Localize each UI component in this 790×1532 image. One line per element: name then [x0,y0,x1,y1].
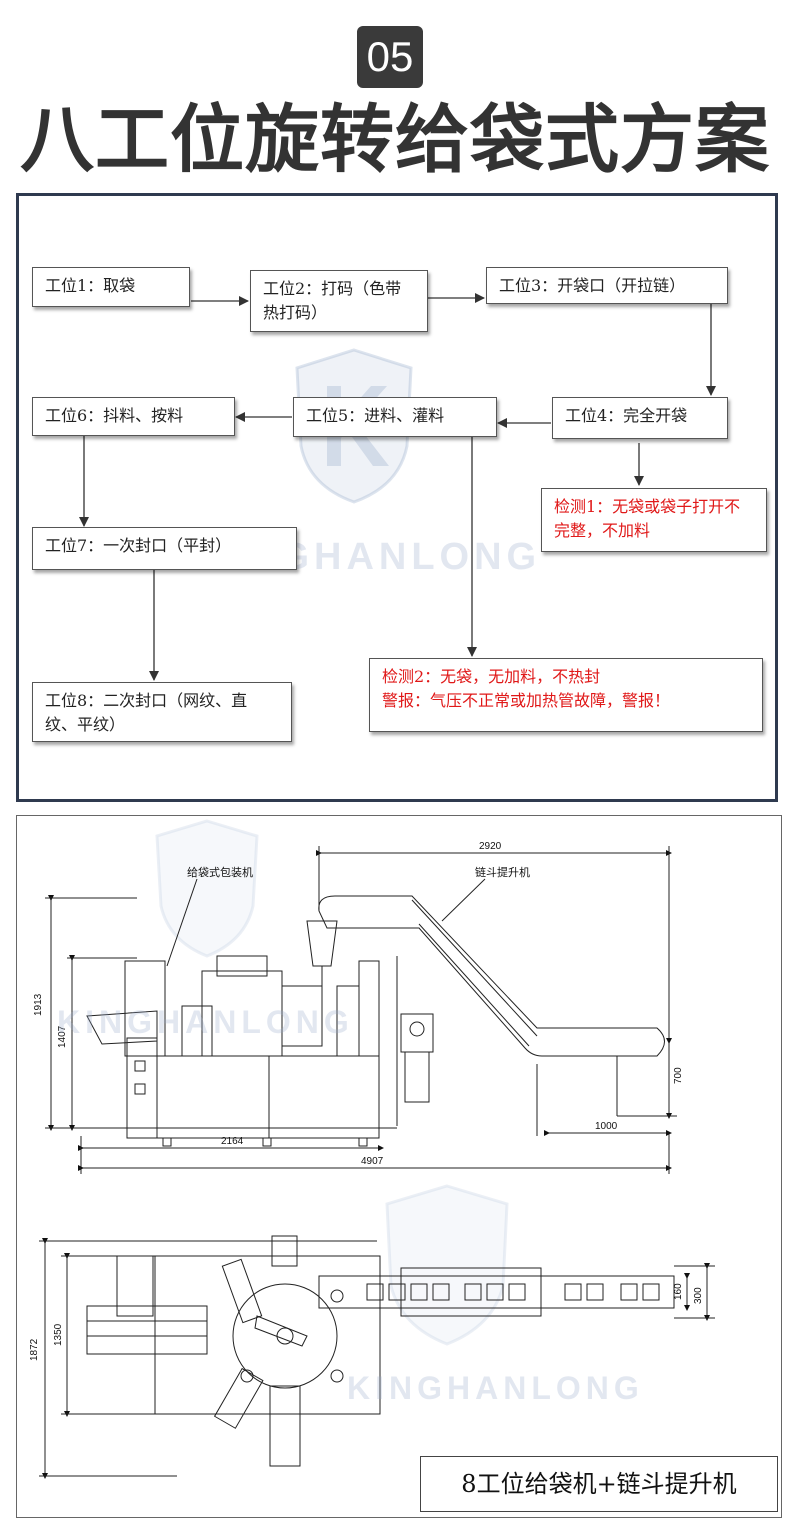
drawing-watermark-icon [155,819,509,1346]
check-1-box: 检测1：无袋或袋子打开不完整，不加料 [541,488,767,552]
label-bucket-elevator: 链斗提升机 [475,865,530,879]
check-2-box: 检测2：无袋，无加料，不热封 警报：气压不正常或加热管故障，警报！ [369,658,763,732]
drawing-svg: 给袋式包装机 链斗提升机 2920 1913 1407 700 1000 216… [29,819,715,1479]
dim-1000: 1000 [595,1121,618,1132]
dim-700: 700 [673,1067,684,1084]
dim-1872: 1872 [29,1338,40,1361]
station-6-box: 工位6：抖料、按料 [32,397,235,436]
drawing-watermark-brand-2: KINGHANLONG [347,1370,644,1406]
station-4-box: 工位4：完全开袋 [552,397,728,439]
station-8-box: 工位8：二次封口（网纹、直纹、平纹） [32,682,292,742]
check-2-line-1: 检测2：无袋，无加料，不热封 [382,667,601,686]
flow-arrows [79,293,716,681]
section-number-badge: 05 [357,26,423,88]
label-packing-machine: 给袋式包装机 [187,865,253,879]
technical-drawing-panel: 给袋式包装机 链斗提升机 2920 1913 1407 700 1000 216… [16,815,782,1518]
station-3-box: 工位3：开袋口（开拉链） [486,267,728,304]
flowchart-panel: KINGHANLONG 工位1：取袋 工位2：打码（色带热打码） 工位3：开袋口… [16,193,778,802]
station-1-box: 工位1：取袋 [32,267,190,307]
station-7-box: 工位7：一次封口（平封） [32,527,297,570]
dim-1350: 1350 [53,1323,64,1346]
dim-160: 160 [673,1283,684,1300]
station-5-box: 工位5：进料、灌料 [293,397,497,437]
page-title: 八工位旋转给袋式方案 [20,97,770,183]
dim-1913: 1913 [33,993,44,1016]
dim-300: 300 [693,1287,704,1304]
dim-1407: 1407 [57,1025,68,1048]
station-2-box: 工位2：打码（色带热打码） [250,270,428,332]
dim-4907: 4907 [361,1156,384,1167]
dim-2920: 2920 [479,841,502,852]
check-2-line-2: 警报：气压不正常或加热管故障，警报！ [382,691,671,710]
drawing-watermark-brand-1: KINGHANLONG [57,1004,354,1040]
drawing-caption: 8工位给袋机+链斗提升机 [420,1456,778,1512]
dim-2164: 2164 [221,1136,244,1147]
